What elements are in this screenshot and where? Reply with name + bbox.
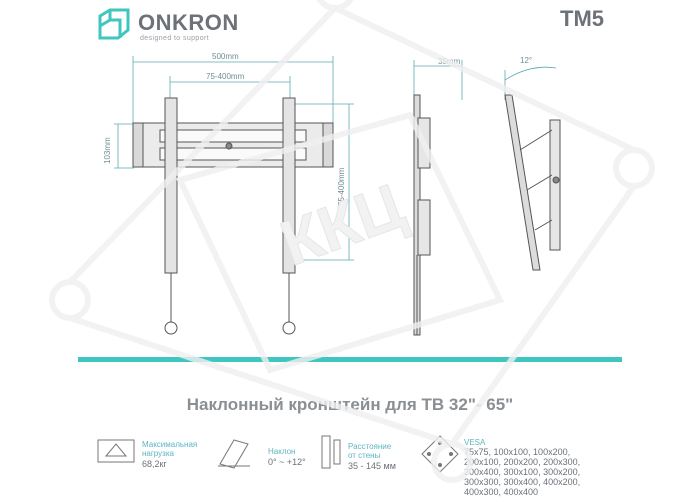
dim-height-103: 103mm	[103, 137, 112, 164]
dim-vesa-horizontal: 75-400mm	[206, 72, 245, 81]
spec-vesa-list: 75x75, 100x100, 100x200, 200x100, 200x20…	[464, 447, 580, 497]
weight-scale-icon	[97, 439, 135, 463]
tilt-icon	[218, 439, 250, 469]
technical-drawing	[114, 56, 561, 336]
dim-tilt-angle: 12°	[520, 56, 533, 65]
vesa-line: 400x300, 400x400	[464, 487, 539, 497]
spec-distance-label-2: от стены	[348, 451, 381, 460]
spec-distance-value: 35 - 145 мм	[348, 461, 396, 471]
spec-tilt-value: 0° ~ +12°	[268, 457, 306, 467]
vesa-line: 200x100, 200x200, 200x300,	[464, 457, 581, 467]
side-view	[413, 94, 431, 336]
dim-width-500: 500mm	[212, 52, 239, 61]
vesa-pattern-icon	[421, 435, 459, 473]
spec-distance-label-1: Расстояние	[348, 442, 392, 451]
spec-load-label-2: нагрузка	[142, 449, 174, 458]
dim-depth-35: 35mm	[438, 57, 461, 66]
spec-load-label-1: Максимальная	[142, 440, 198, 449]
wall-distance-icon	[321, 435, 341, 469]
vesa-line: 200x400, 300x100, 300x200,	[464, 467, 581, 477]
product-title: Наклонный кронштейн для ТВ 32"- 65"	[186, 395, 514, 414]
accent-divider	[78, 357, 622, 362]
front-view	[132, 97, 334, 335]
vesa-line: 300x300, 300x400, 400x200,	[464, 477, 581, 487]
dim-vesa-vertical: 75-400mm	[337, 167, 346, 206]
spec-tilt-label: Наклон	[268, 447, 296, 456]
vesa-line: 75x75, 100x100, 100x200,	[464, 447, 571, 457]
spec-vesa-label: VESA	[464, 438, 486, 447]
spec-load-value: 68,2кг	[142, 459, 167, 469]
tilt-view	[504, 94, 561, 271]
